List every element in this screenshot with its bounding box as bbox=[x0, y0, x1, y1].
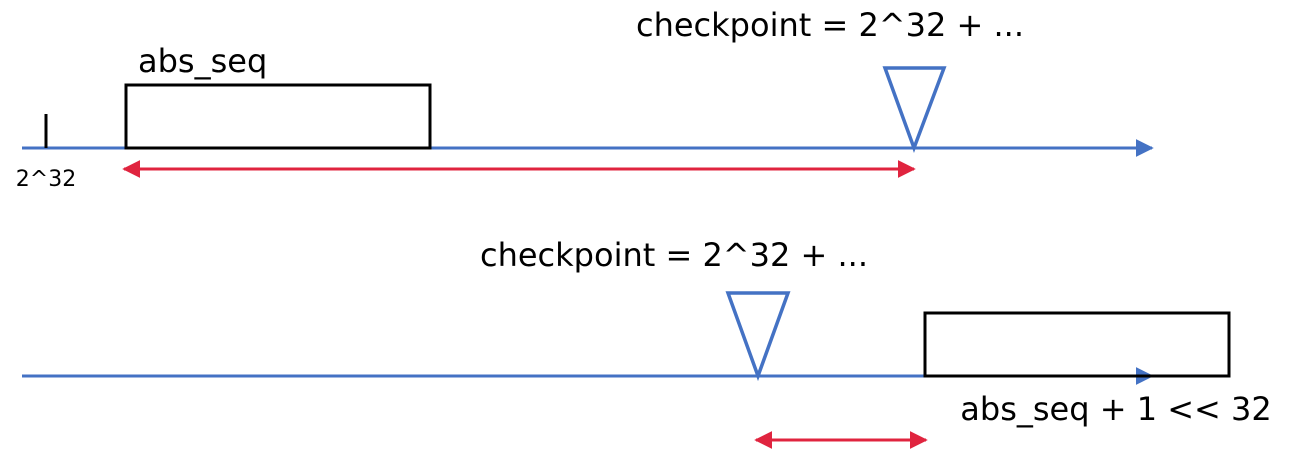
top-abs-seq-label: abs_seq bbox=[138, 42, 267, 80]
bottom-checkpoint-marker bbox=[725, 291, 791, 382]
top-checkpoint-label: checkpoint = 2^32 + ... bbox=[636, 6, 1024, 44]
top-checkpoint-marker bbox=[882, 66, 947, 154]
bottom-checkpoint-label: checkpoint = 2^32 + ... bbox=[480, 236, 868, 274]
bottom-diagram: checkpoint = 2^32 + ... abs_seq + 1 << 3… bbox=[22, 236, 1272, 449]
top-diagram: 2^32 abs_seq checkpoint = 2^32 + ... bbox=[16, 6, 1154, 192]
top-tick-label: 2^32 bbox=[16, 167, 76, 192]
bottom-abs-seq-box bbox=[923, 311, 1231, 378]
top-abs-seq-box bbox=[124, 83, 432, 150]
bottom-abs-seq-label: abs_seq + 1 << 32 bbox=[960, 390, 1271, 428]
